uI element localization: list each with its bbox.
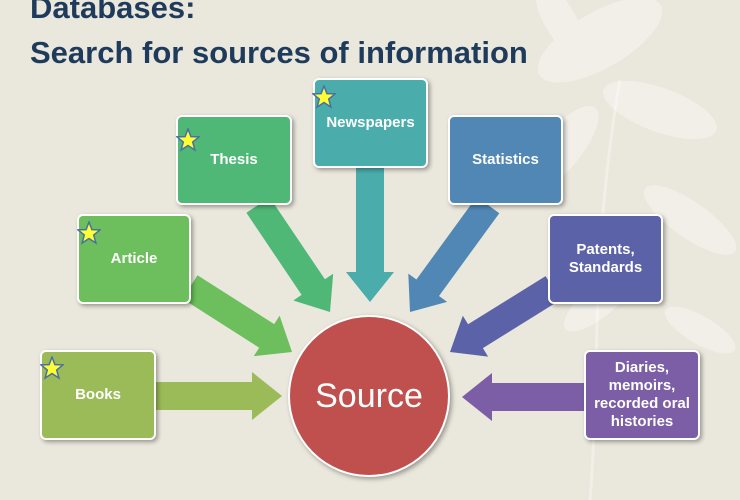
source-label: Source — [315, 376, 423, 415]
node-statistics: Statistics — [448, 115, 563, 205]
star-icon — [40, 356, 64, 380]
node-thesis-label: Thesis — [210, 151, 258, 168]
star-icon — [176, 128, 200, 152]
arrow-books-to-source — [156, 372, 282, 420]
arrow-article-to-source — [182, 275, 292, 357]
node-patents-label: Patents,Standards — [568, 241, 643, 276]
arrow-thesis-to-source — [246, 197, 334, 312]
arrow-patents-to-source — [450, 276, 561, 357]
node-books: Books — [40, 350, 156, 440]
slide-subtitle: Search for sources of information — [30, 35, 528, 70]
star-icon — [77, 221, 101, 245]
node-newspapers-label: Newspapers — [326, 114, 415, 131]
node-statistics-label: Statistics — [472, 151, 539, 168]
node-books-label: Books — [75, 386, 121, 403]
node-article-label: Article — [110, 250, 158, 267]
arrow-newspapers-to-source — [346, 168, 394, 302]
arrow-statistics-to-source — [408, 196, 500, 312]
node-patents: Patents,Standards — [548, 214, 663, 304]
node-article: Article — [77, 214, 191, 304]
source-circle: Source — [288, 315, 450, 477]
node-newspapers: Newspapers — [313, 78, 428, 168]
arrow-diaries-to-source — [462, 373, 584, 421]
slide-title: Databases: — [30, 0, 196, 25]
node-thesis: Thesis — [176, 115, 292, 205]
star-icon — [312, 85, 336, 109]
